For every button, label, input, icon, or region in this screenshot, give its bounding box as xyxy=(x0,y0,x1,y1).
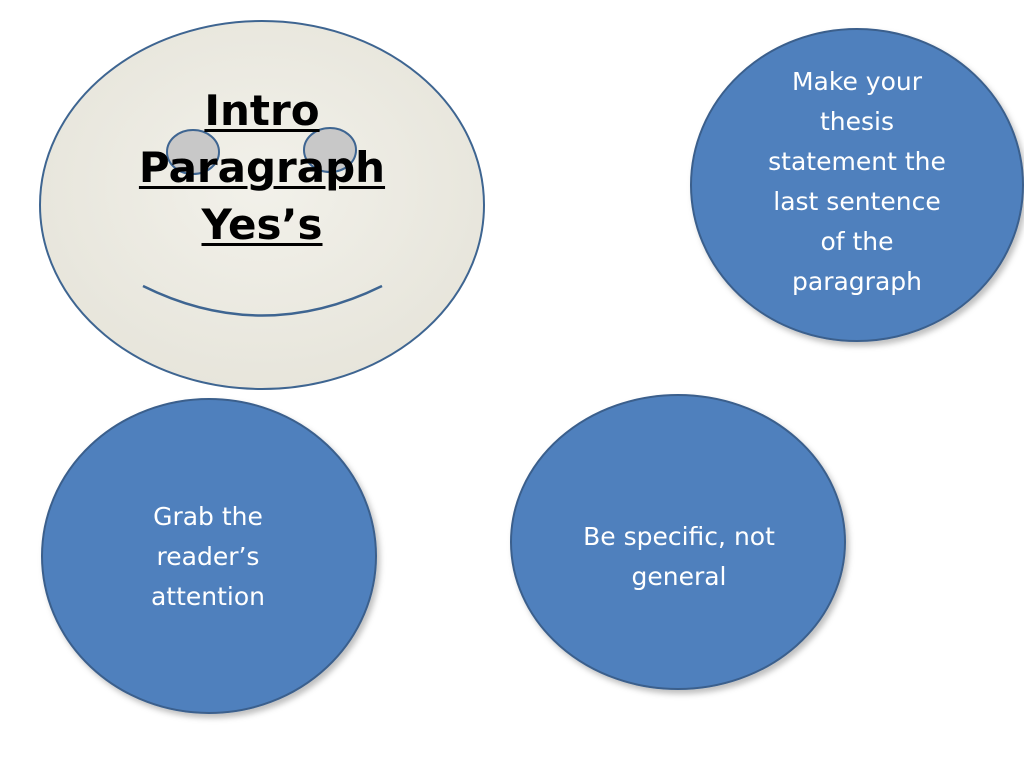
bubble-thesis xyxy=(690,28,1024,342)
specific-line: general xyxy=(631,562,727,591)
right-eye xyxy=(303,127,357,173)
smiley-face xyxy=(39,20,485,390)
grab-line: Grab the xyxy=(153,502,263,531)
specific-line: Be specific, not xyxy=(583,522,775,551)
left-eye xyxy=(166,129,220,175)
thesis-line: paragraph xyxy=(792,267,922,296)
title-line-3: Yes’s xyxy=(201,200,323,249)
thesis-line: thesis xyxy=(819,107,895,136)
bubble-specific xyxy=(510,394,846,690)
smile-mouth xyxy=(142,284,383,317)
grab-line: attention xyxy=(150,582,266,611)
title-line-2: Paragraph xyxy=(138,143,386,192)
thesis-line: Make your xyxy=(791,67,923,96)
page-title: Intro Paragraph Yes’s xyxy=(112,82,412,253)
thesis-line: last sentence xyxy=(773,187,941,216)
bubble-thesis-text: Make your thesis statement the last sent… xyxy=(742,62,972,302)
bubble-grab-text: Grab the reader’s attention xyxy=(82,496,334,618)
title-line-1: Intro xyxy=(204,86,320,135)
bubble-grab xyxy=(41,398,377,714)
thesis-line: of the xyxy=(820,227,894,256)
grab-line: reader’s xyxy=(156,542,260,571)
bubble-specific-text: Be specific, not general xyxy=(548,516,810,598)
thesis-line: statement the xyxy=(768,147,946,176)
